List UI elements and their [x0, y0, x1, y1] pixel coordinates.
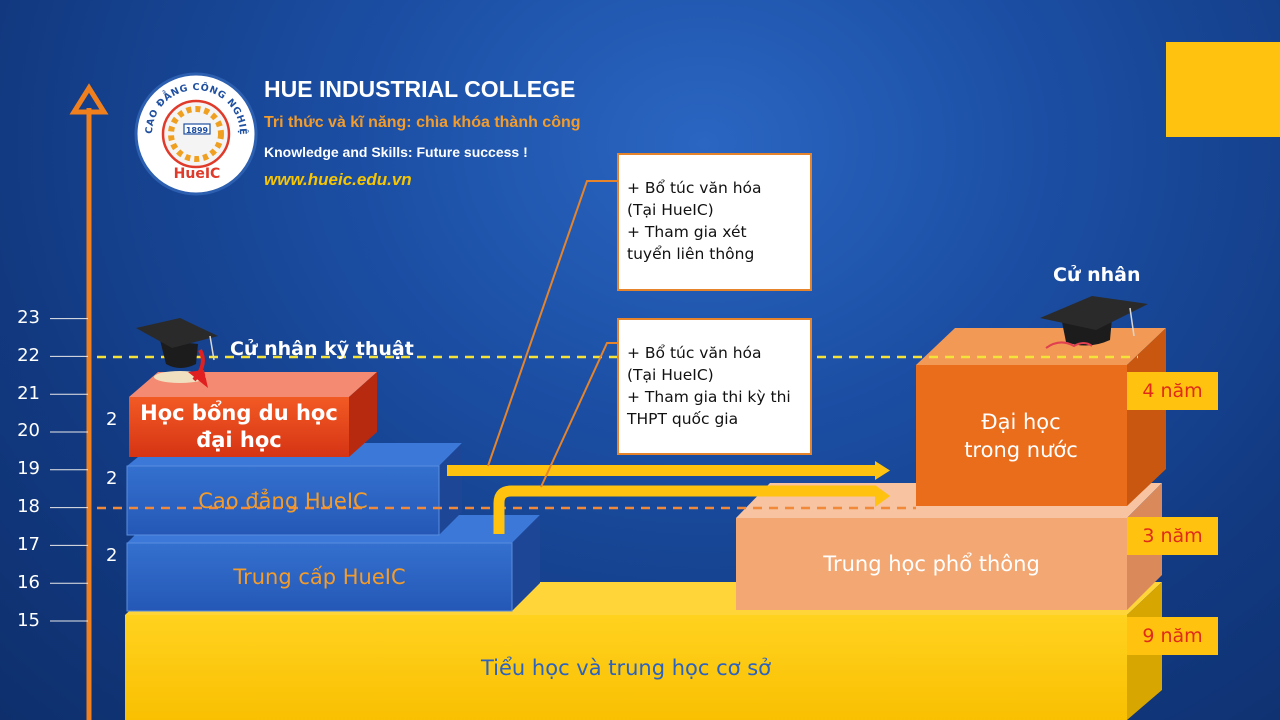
hueic-logo-icon: CAO ĐẲNG CÔNG NGHIỆP HUẾ 1899 HueIC [0, 0, 258, 196]
tick-label: 21 [17, 383, 40, 404]
note-lower: + Bổ túc văn hóa (Tại HueIC) + Tham gia … [617, 318, 812, 455]
label-scholarship: Học bổng du học đại học [140, 401, 338, 452]
note-line: (Tại HueIC) [627, 201, 714, 219]
tick-label: 18 [17, 496, 40, 517]
year-tag-university: 4 năm [1127, 372, 1218, 410]
tick-label: 16 [17, 572, 40, 593]
arrow-college-to-university [447, 461, 890, 480]
callout-line-lower [540, 342, 619, 488]
duration-vocational: 2 [106, 545, 118, 566]
slogan-en: Knowledge and Skills: Future success ! [264, 144, 528, 160]
label-bachelor-tech: Cử nhân kỹ thuật [230, 338, 414, 360]
graduation-cap-icon [136, 318, 218, 388]
year-tag-highschool: 3 năm [1127, 517, 1218, 555]
year-tag-primary: 9 năm [1127, 617, 1218, 655]
logo-year: 1899 [186, 126, 209, 135]
tick-label: 22 [17, 345, 40, 366]
block-college [126, 443, 462, 536]
tick-label: 23 [17, 307, 40, 328]
tick-label: 15 [17, 610, 40, 631]
tick-label: 20 [17, 420, 40, 441]
logo-brand: HueIC [174, 166, 221, 182]
label-college: Cao đẳng HueIC [198, 488, 368, 513]
label-highschool: Trung học phổ thông [823, 552, 1040, 576]
note-upper: + Bổ túc văn hóa (Tại HueIC) + Tham gia … [617, 153, 812, 291]
corner-decoration [1166, 42, 1280, 137]
label-primary: Tiểu học và trung học cơ sở [480, 656, 771, 680]
note-line: + Bổ túc văn hóa [627, 344, 762, 362]
label-bachelor: Cử nhân [1053, 264, 1141, 286]
callout-line-upper [487, 180, 619, 467]
tick-label: 17 [17, 534, 40, 555]
arrow-vocational-to-university [493, 485, 890, 534]
note-line: + Bổ túc văn hóa [627, 179, 762, 197]
label-university: Đại học trong nước [964, 409, 1078, 462]
slogan-vi: Tri thức và kĩ năng: chìa khóa thành côn… [264, 114, 581, 131]
y-axis [50, 83, 109, 720]
graduation-cap-icon [1040, 296, 1148, 349]
note-line: THPT quốc gia [627, 410, 739, 428]
duration-scholarship: 2 [106, 409, 118, 430]
website-link[interactable]: www.hueic.edu.vn [264, 170, 412, 189]
college-name: HUE INDUSTRIAL COLLEGE [264, 76, 576, 102]
note-line: tuyển liên thông [627, 245, 755, 263]
note-line: + Tham gia thi kỳ thi [627, 388, 791, 406]
tick-label: 19 [17, 458, 40, 479]
note-line: (Tại HueIC) [627, 366, 714, 384]
label-vocational: Trung cấp HueIC [233, 565, 406, 589]
duration-college: 2 [106, 468, 118, 489]
note-line: + Tham gia xét [627, 223, 747, 241]
y-axis-arrow-icon [69, 83, 109, 115]
